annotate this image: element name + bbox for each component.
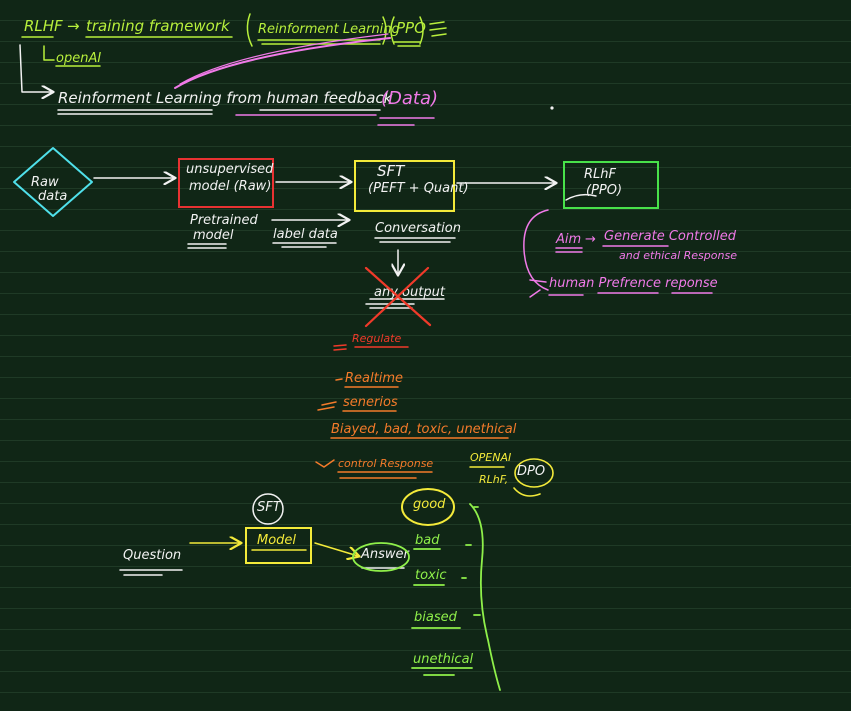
red-cross-mark	[364, 266, 432, 328]
aim-text-line2: and ethical Response	[619, 249, 737, 262]
sft-bottom-circle	[252, 493, 284, 525]
any-output-label: any output	[374, 285, 445, 300]
rlhf-box	[563, 161, 659, 209]
top-underlines	[21, 13, 447, 67]
rlhf-line2: (PPO)	[586, 183, 623, 198]
model-label: Model	[257, 533, 297, 548]
raw-data-diamond	[13, 147, 93, 217]
rlhf-line1: RLhF	[584, 167, 616, 182]
pretrained-line1: Pretrained	[190, 213, 258, 228]
openai-tree-line	[19, 44, 52, 92]
rlhf-heading: RLHF	[24, 17, 63, 35]
openai-small-label: OPENAI	[470, 451, 512, 464]
raw-data-line2: data	[38, 189, 68, 204]
answer-label: Answer	[361, 547, 409, 562]
unethical-label: unethical	[413, 652, 474, 667]
sft-line2: (PEFT + Quant)	[368, 181, 469, 196]
realtime-note: Realtime	[345, 371, 403, 386]
regulate-note: Regulate	[352, 332, 402, 345]
control-response-note: control Response	[338, 457, 434, 470]
sft-bottom-label: SFT	[257, 500, 281, 515]
unsupervised-line2: model (Raw)	[189, 179, 272, 194]
good-label: good	[413, 497, 446, 512]
aim-arrow: →	[585, 232, 596, 247]
aim-brace	[523, 209, 713, 298]
aim-label: Aim	[556, 232, 582, 247]
human-preference-label: human Prefrence reponse	[549, 276, 718, 291]
question-label: Question	[123, 548, 182, 563]
conversation-label: Conversation	[375, 221, 461, 236]
biased-note: Biayed, bad, toxic, unethical	[331, 422, 517, 437]
biased-label: biased	[414, 610, 457, 625]
pretrained-line2: model	[193, 228, 234, 243]
label-data-label: label data	[273, 227, 338, 242]
unsupervised-model-box	[178, 158, 274, 208]
arrow-to-framework: →	[67, 17, 80, 35]
expansion-underlines	[57, 109, 381, 115]
toxic-label: toxic	[415, 568, 447, 583]
rlhf-expansion: Reinforment Learning from human feedback	[58, 89, 393, 107]
dpo-label: DPO	[517, 464, 546, 479]
ppo-label: PPO	[396, 19, 426, 37]
bad-label: bad	[415, 533, 440, 548]
reinforcement-learning-label: Reinforment Learning	[258, 22, 400, 37]
openai-label: openAI	[56, 51, 102, 66]
senerios-note: senerios	[343, 395, 398, 410]
rlhf-small-label: RLhF,	[479, 473, 509, 486]
model-box	[245, 527, 312, 564]
sft-box	[354, 160, 455, 212]
unsupervised-line1: unsupervised	[186, 162, 274, 177]
data-label: (Data)	[381, 88, 439, 109]
sft-line1: SFT	[377, 162, 405, 180]
training-framework-label: training framework	[86, 17, 230, 35]
raw-data-line1: Raw	[31, 175, 59, 190]
aim-text-line1: Generate Controlled	[604, 229, 736, 244]
